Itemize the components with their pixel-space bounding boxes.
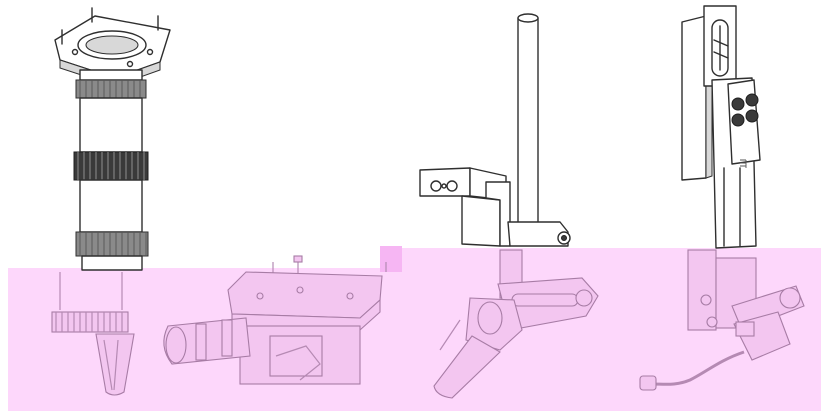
bracket-icon [163,255,387,385]
rod-mount-icon [419,13,599,399]
lens-barrel-icon [54,7,171,271]
nozzle-cone-icon [51,272,135,396]
slide-clamp-icon [639,5,805,391]
highlight-band [8,268,821,411]
